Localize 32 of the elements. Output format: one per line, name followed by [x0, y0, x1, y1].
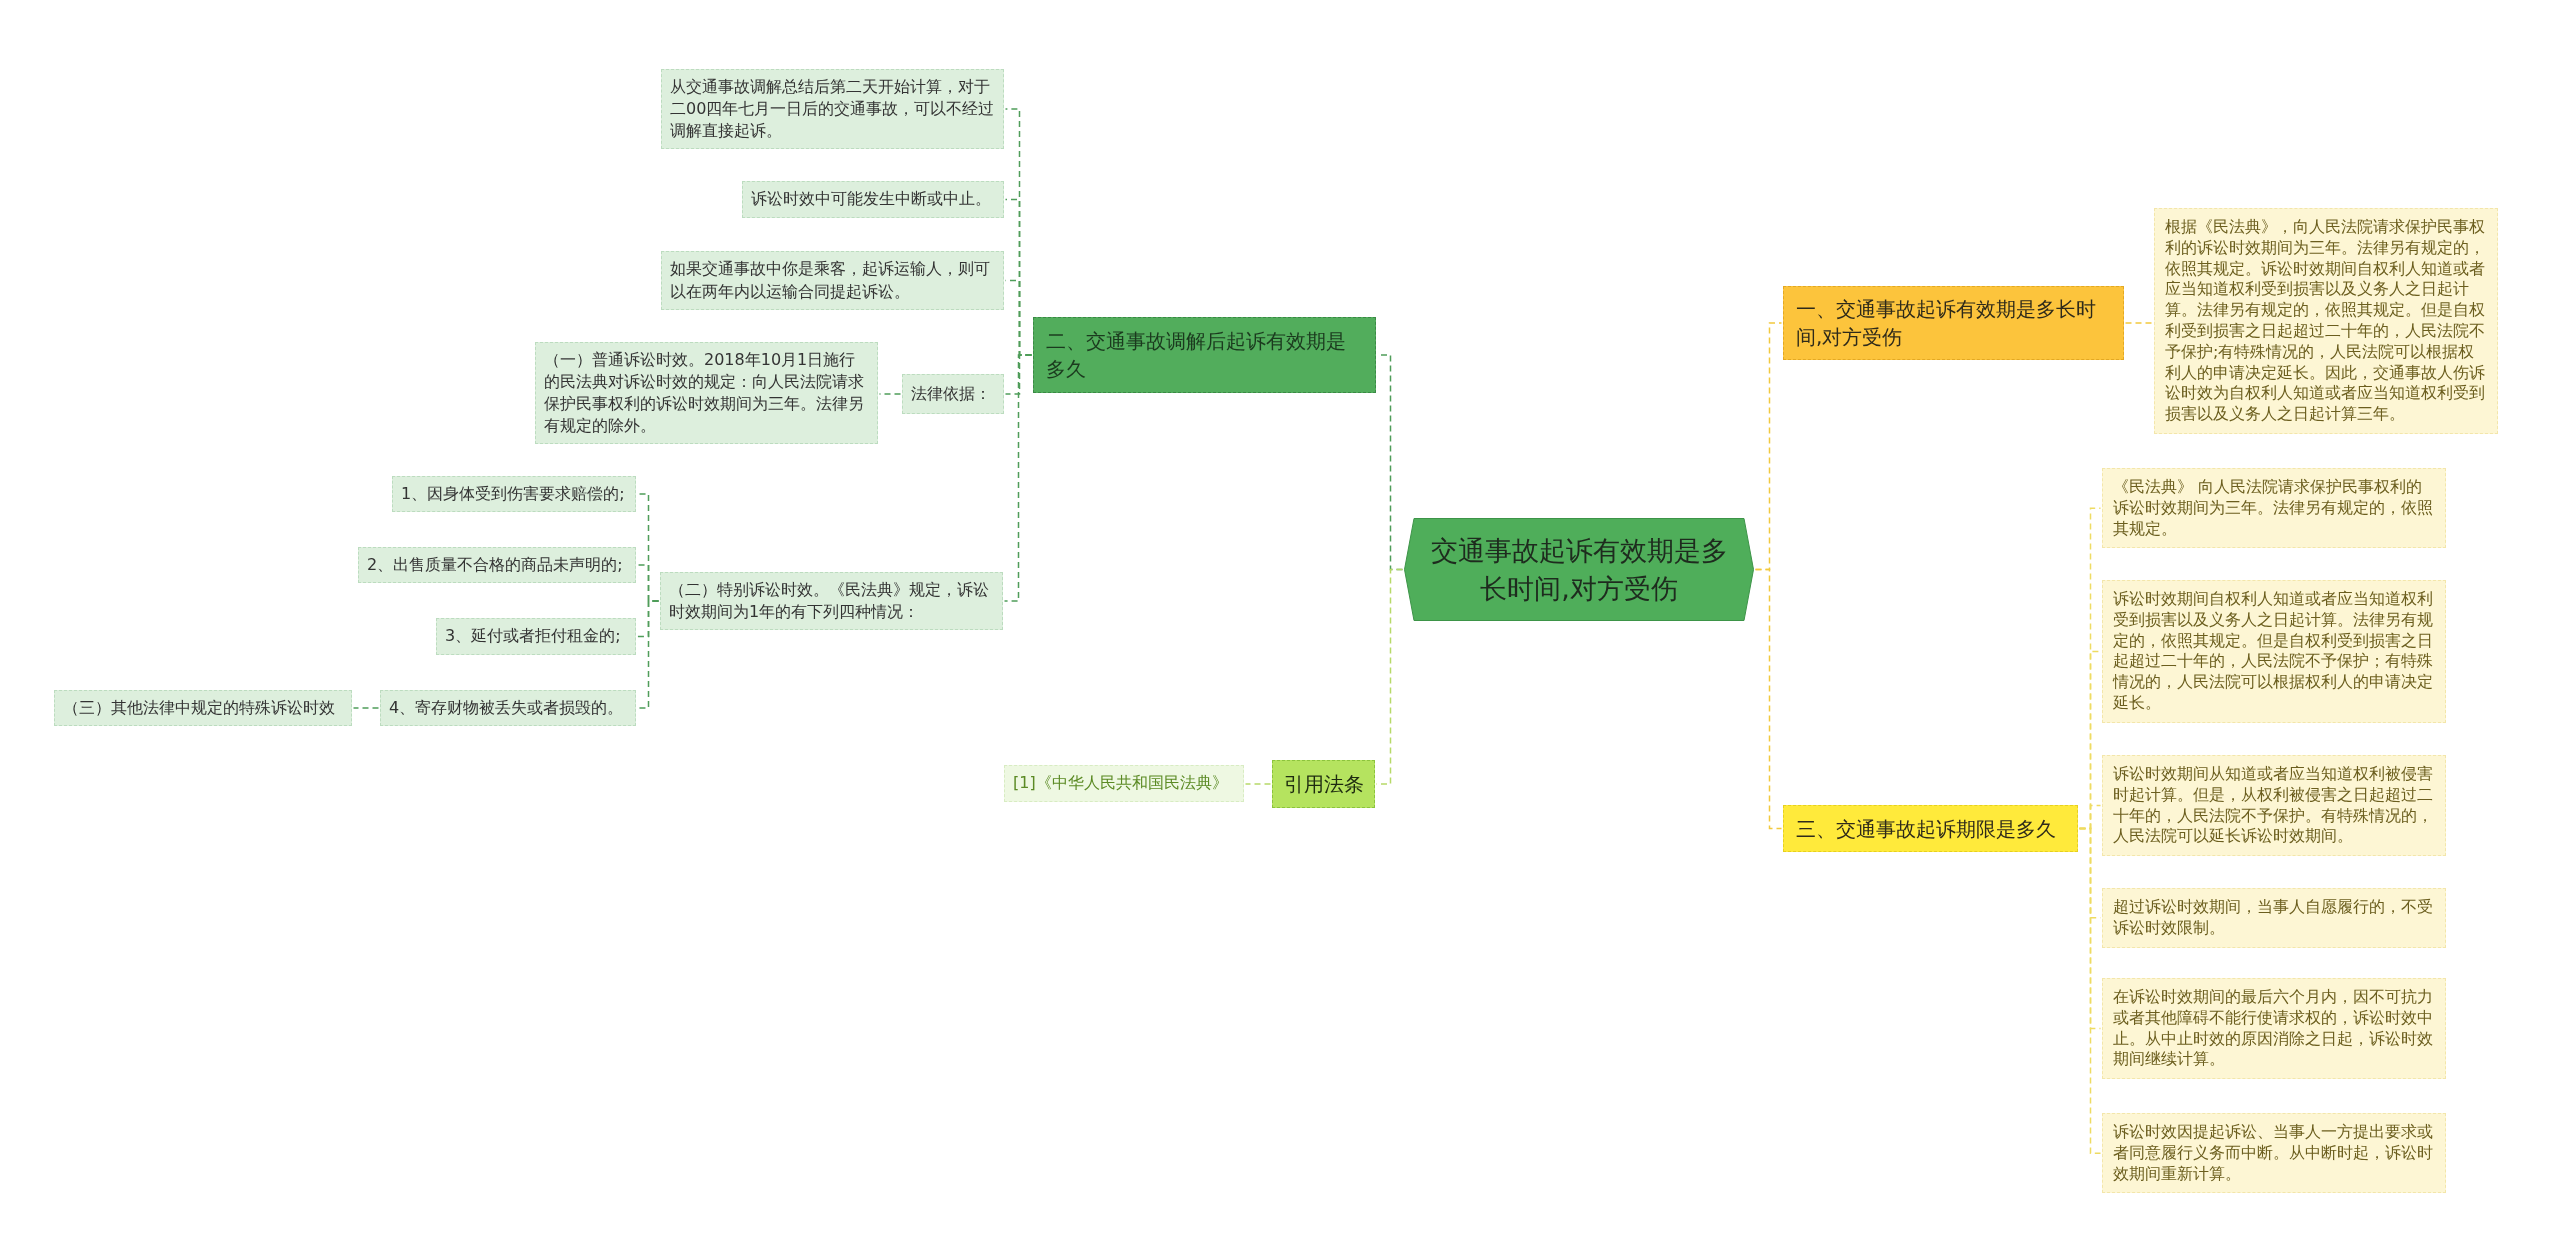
branch-topic: 一、交通事故起诉有效期是多长时间,对方受伤: [1783, 286, 2124, 360]
subtopic-card: 4、寄存财物被丢失或者损毁的。: [380, 690, 636, 727]
subtopic-card: 诉讼时效中可能发生中断或中止。: [742, 181, 1004, 218]
subtopic-card: 从交通事故调解总结后第二天开始计算，对于二00四年七月一日后的交通事故，可以不经过调解直接起诉。: [661, 69, 1004, 150]
subtopic-card: （三）其他法律中规定的特殊诉讼时效: [54, 690, 352, 727]
connector-line: [1244, 783, 1272, 785]
connector-line: [636, 600, 660, 709]
subtopic-card: 1、因身体受到伤害要求赔偿的;: [392, 476, 636, 513]
connector-line: [878, 393, 902, 395]
subtopic-card: 2、出售质量不合格的商品未声明的;: [358, 547, 636, 584]
subtopic-card: （二）特别诉讼时效。《民法典》规定，诉讼时效期间为1年的有下列四种情况：: [660, 572, 1003, 631]
subtopic-card: （一）普通诉讼时效。2018年10月1日施行的民法典对诉讼时效的规定：向人民法院请求保护民事权利的诉讼时效期间为三年。法律另有规定的除外。: [535, 342, 878, 445]
note-card: 诉讼时效期间自权利人知道或者应当知道权利受到损害以及义务人之日起计算。法律另有规定的，依照其规定。但是自权利受到损害之日起超过二十年的，人民法院不予保护；有特殊情况的，人民法院可以根据权利人的申请决定延长。: [2102, 580, 2446, 723]
note-card: 诉讼时效期间从知道或者应当知道权利被侵害时起计算。但是，从权利被侵害之日起超过二十年的，人民法院不予保护。有特殊情况的，人民法院可以延长诉讼时效期间。: [2102, 755, 2446, 857]
note-card: 《民法典》 向人民法院请求保护民事权利的诉讼时效期间为三年。法律另有规定的，依照其规定。: [2102, 468, 2446, 549]
central-topic: 交通事故起诉有效期是多长时间,对方受伤: [1404, 518, 1754, 621]
connector-line: [1754, 568, 1783, 830]
subtopic-card: 如果交通事故中你是乘客，起诉运输人，则可以在两年内以运输合同提起诉讼。: [661, 251, 1004, 310]
connector-line: [2124, 322, 2154, 324]
branch-topic: 二、交通事故调解后起诉有效期是多久: [1033, 317, 1376, 393]
note-card: 超过诉讼时效期间，当事人自愿履行的，不受诉讼时效限制。: [2102, 888, 2446, 948]
note-card: 在诉讼时效期间的最后六个月内，因不可抗力或者其他障碍不能行使请求权的，诉讼时效中止。从中止时效的原因消除之日起，诉讼时效期间继续计算。: [2102, 978, 2446, 1080]
reference-card: [1]《中华人民共和国民法典》: [1004, 765, 1244, 802]
note-card: 诉讼时效因提起诉讼、当事人一方提出要求或者同意履行义务而中断。从中断时起，诉讼时效期间重新计算。: [2102, 1113, 2446, 1194]
connector-line: [1003, 354, 1033, 602]
connector-line: [2078, 827, 2102, 1154]
branch-topic: 三、交通事故起诉期限是多久: [1783, 805, 2078, 852]
note-card: 根据《民法典》，向人民法院请求保护民事权利的诉讼时效期间为三年。法律另有规定的，依照其规定。诉讼时效期间自权利人知道或者应当知道权利受到损害以及义务人之日起计算。法律另有规定的，依照其规定。但是自权利受到损害之日起超过二十年的，人民法院不予保护;有特殊情况的，人民法院可以根据权利人的申请决定延长。因此，交通事故人伤诉讼时效为自权利人知道或者应当知道权利受到损害以及义务人之日起计算三年。: [2154, 208, 2498, 434]
connector-line: [352, 707, 380, 709]
branch-topic: 引用法条: [1272, 760, 1375, 808]
subtopic-card: 3、延付或者拒付租金的;: [436, 618, 636, 655]
subtopic-card: 法律依据：: [902, 374, 1004, 414]
